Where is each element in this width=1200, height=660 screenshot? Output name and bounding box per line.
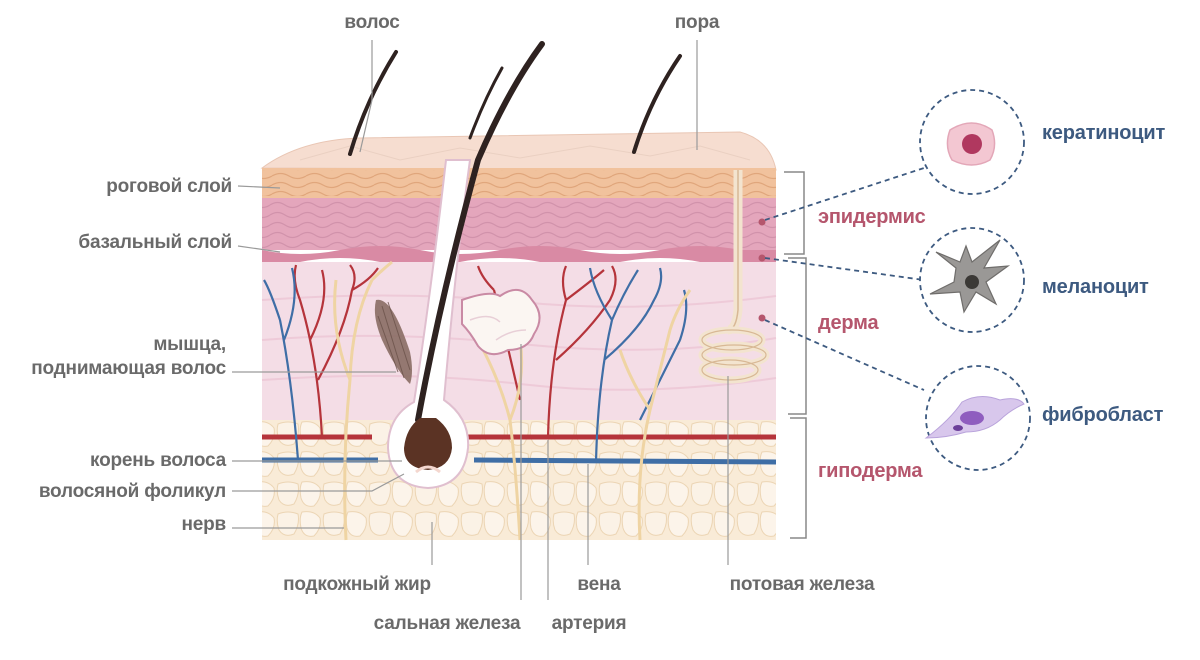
leader-lines	[232, 40, 729, 600]
arrector-muscle-label-line1: мышца,	[153, 334, 226, 355]
subcutaneous-fat-label: подкожный жир	[283, 574, 431, 595]
stratum-corneum-label: роговой слой	[106, 176, 232, 197]
nerve-label: нерв	[181, 514, 226, 535]
hair-shaft-left	[348, 50, 398, 156]
fibroblast-label: фибробласт	[1042, 404, 1164, 426]
hair-label: волос	[344, 12, 400, 33]
epidermis-label: эпидермис	[818, 206, 926, 228]
dermis-label: дерма	[818, 312, 879, 334]
basal-layer-label: базальный слой	[78, 232, 232, 253]
hair-follicle-sheath	[386, 159, 472, 490]
sweat-gland	[698, 170, 770, 384]
hair-root-label: корень волоса	[90, 450, 226, 471]
layer-brackets	[784, 171, 807, 539]
artery-label: артерия	[551, 613, 627, 634]
skin-surface-top	[260, 131, 777, 171]
melanocyte-label: меланоцит	[1042, 276, 1149, 298]
hair-main-shaft	[415, 41, 545, 423]
hair-shaft-small	[468, 66, 504, 140]
vein-label: вена	[577, 574, 621, 595]
basal-layer-line	[262, 246, 776, 266]
blood-vessels	[262, 264, 777, 465]
fibroblast-cell	[924, 365, 1031, 471]
hypodermis-label: гиподерма	[818, 460, 923, 482]
hair-shaft-pore	[632, 54, 682, 154]
vein-right	[473, 457, 777, 465]
sebaceous-gland-label: сальная железа	[373, 613, 521, 634]
cell-connectors	[758, 167, 925, 391]
keratinocyte-cell	[919, 89, 1025, 195]
sweat-gland-label: потовая железа	[729, 574, 875, 595]
arrector-muscle-label-line2: поднимающая волос	[31, 358, 226, 379]
sebaceous-gland	[461, 289, 541, 356]
hair-root-bulb	[404, 418, 452, 470]
keratinocyte-label: кератиноцит	[1042, 122, 1166, 144]
melanocyte-cell	[919, 227, 1025, 333]
arrector-pili-muscle	[374, 299, 412, 384]
pore-label: пора	[674, 12, 720, 33]
hairs	[348, 41, 682, 490]
hair-follicle-label: волосяной фоликул	[38, 481, 226, 502]
